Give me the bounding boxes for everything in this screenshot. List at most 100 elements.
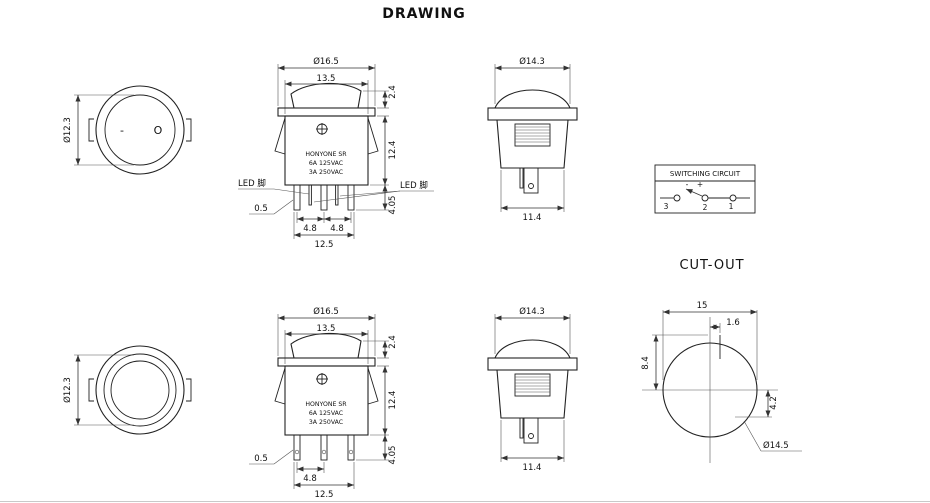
- dim-label-body-depth: 11.4: [523, 463, 542, 473]
- dim-pin-height: 4.05: [356, 185, 398, 214]
- rocker-on-marking: -: [120, 124, 124, 137]
- dim-label-flange-dia: Ø16.5: [313, 56, 339, 67]
- dim-label-pin-thickness: 0.5: [254, 204, 268, 214]
- dim-slot-width: 1.6: [710, 318, 740, 333]
- dim-label-body-height: 12.4: [388, 391, 398, 410]
- snap-wing-left: [274, 367, 286, 405]
- rating-label-1: 6A 125VAC: [309, 160, 343, 167]
- pin-hole: [294, 449, 300, 455]
- dim-pin-thickness: 0.5: [249, 199, 294, 215]
- rotated-side-view-bottom: Ø14.3 11.4: [487, 306, 578, 473]
- dim-body-depth: 11.4: [500, 420, 565, 473]
- rating-label-2: 3A 250VAC: [309, 419, 343, 426]
- rocker-off-marking: O: [154, 124, 163, 137]
- body-rating-text: HONYONE SR 6A 125VAC 3A 250VAC: [305, 401, 347, 426]
- dim-dome-dia: Ø14.3: [494, 56, 571, 104]
- pin-hole: [528, 183, 534, 189]
- dim-label-dome-dia: Ø14.3: [519, 306, 545, 317]
- mounting-clip-right: [186, 118, 192, 142]
- dim-pin-span: 12.5: [293, 462, 355, 500]
- mounting-clip-left: [88, 118, 94, 142]
- side-view-bottom: Ø16.5 13.5 HONYONE SR 6A 125VAC 3A 250VA…: [249, 306, 398, 500]
- front-view-bottom: Ø12.3: [62, 345, 192, 435]
- screw-symbol: [316, 373, 328, 385]
- terminal-pins-rotated: [519, 167, 539, 194]
- dim-label-front-dia: Ø12.3: [62, 117, 73, 143]
- dim-label-dome-dia: Ø14.3: [519, 56, 545, 67]
- terminal-pins: [293, 434, 355, 461]
- terminal-pins: [293, 184, 355, 211]
- dim-front-diameter: Ø12.3: [62, 354, 134, 426]
- mounting-clip-right: [186, 378, 192, 402]
- pin-hole: [321, 449, 327, 455]
- dim-pin-thickness: 0.5: [249, 449, 294, 465]
- pin-hole: [348, 449, 354, 455]
- snap-wing-right: [367, 117, 379, 155]
- dim-upper-offset: 8.4: [641, 334, 708, 390]
- dim-label-pitch-1: 4.8: [303, 474, 317, 484]
- rocker-actuator: [290, 82, 362, 109]
- terminal-pins-rotated: [519, 417, 539, 444]
- dim-pin-pitch: 4.8 4.8: [296, 212, 352, 234]
- polarity-plus: +: [697, 180, 703, 189]
- cutout-title: CUT-OUT: [679, 258, 744, 273]
- terminal-3: [673, 194, 681, 202]
- brand-label: HONYONE SR: [305, 401, 347, 408]
- dim-label-body-height: 12.4: [388, 141, 398, 160]
- dim-pin-span: 12.5: [293, 212, 355, 250]
- dim-label-slot-width: 1.6: [726, 318, 740, 328]
- rating-label-1: 6A 125VAC: [309, 410, 343, 417]
- page-title: DRAWING: [382, 6, 465, 22]
- dim-label-body-width: 13.5: [317, 324, 336, 334]
- dim-pin-pitch: 4.8: [296, 462, 325, 484]
- dim-dome-dia: Ø14.3: [494, 306, 571, 354]
- cutout-view: 15 1.6 8.4 4.2 Ø14.5: [641, 301, 802, 463]
- front-view-top-outline: [88, 85, 192, 175]
- led-pin-right: [335, 184, 339, 206]
- latch-ribs: [514, 123, 551, 147]
- dim-label-body-depth: 11.4: [523, 213, 542, 223]
- rating-label-2: 3A 250VAC: [309, 169, 343, 176]
- front-view-bottom-outline: [88, 345, 192, 435]
- switch-body-rotated: [487, 339, 578, 419]
- dim-rocker-height: 2.4: [363, 85, 398, 109]
- switch-lever: [685, 188, 703, 197]
- snap-wing-right: [367, 367, 379, 405]
- front-view-top: - O Ø12.3: [62, 85, 192, 175]
- dim-label-pin-height: 4.05: [388, 446, 398, 465]
- polarity-minus: -: [686, 180, 689, 189]
- latch-ribs: [514, 373, 551, 397]
- dim-rocker-height: 2.4: [363, 335, 398, 359]
- dim-label-cutout-dia: Ø14.5: [763, 440, 789, 451]
- dim-pin-height: 4.05: [356, 435, 398, 464]
- dim-label-body-width: 13.5: [317, 74, 336, 84]
- switching-circuit-title: SWITCHING CIRCUIT: [670, 170, 741, 178]
- led-pin-callout-right: LED 脚: [313, 180, 434, 203]
- terminal-1: [729, 194, 737, 202]
- bottom-rule: [0, 501, 930, 502]
- terminal-2-label: 2: [703, 203, 708, 212]
- circuit-diagram: - + 3 2 1: [660, 180, 750, 212]
- pin-hole: [528, 433, 534, 439]
- dim-label-pin-span: 12.5: [315, 240, 334, 250]
- brand-label: HONYONE SR: [305, 151, 347, 158]
- rocker-dome: [494, 89, 571, 109]
- dim-label-rocker-height: 2.4: [388, 85, 398, 99]
- dim-flange-dia: Ø16.5: [277, 306, 376, 356]
- led-pin-callout-left: LED 脚: [238, 178, 310, 195]
- terminal-2: [701, 194, 709, 202]
- terminal-3-label: 3: [664, 202, 669, 211]
- cutout-dia-callout: Ø14.5: [743, 420, 802, 452]
- side-view-top: Ø16.5 13.5 HONYONE SR 6A 125VAC 3A 250VA…: [238, 56, 434, 250]
- dim-cutout-width: 15: [662, 301, 758, 380]
- dim-label-front-dia: Ø12.3: [62, 377, 73, 403]
- center-lines: [642, 317, 778, 463]
- dim-label-pitch-1: 4.8: [303, 224, 317, 234]
- dim-flange-dia: Ø16.5: [277, 56, 376, 106]
- led-label-left: LED 脚: [238, 178, 266, 189]
- dim-lower-offset: 4.2: [735, 390, 779, 418]
- dim-label-flange-dia: Ø16.5: [313, 306, 339, 317]
- mounting-clip-left: [88, 378, 94, 402]
